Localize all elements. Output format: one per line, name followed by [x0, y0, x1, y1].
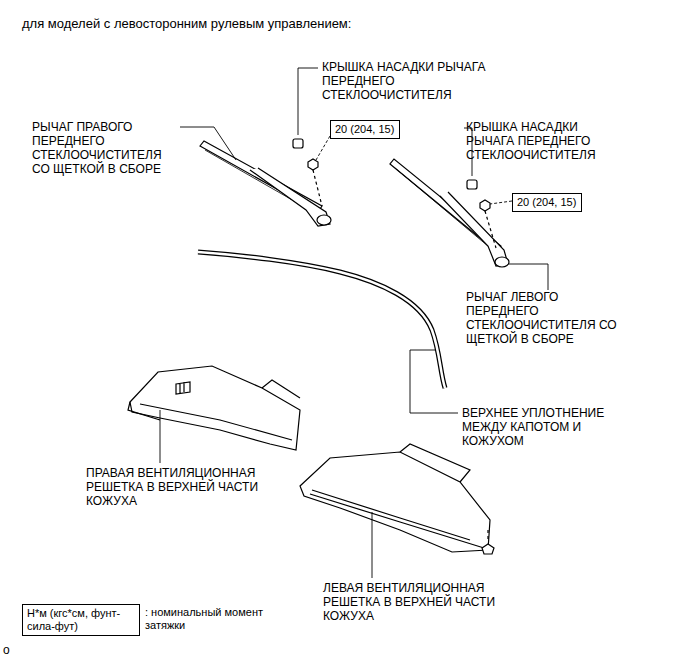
torque-legend-box: Н*м (кгс*см, фунт-сила-фут): номинальный…	[22, 604, 140, 636]
part-label: РЫЧАГ ЛЕВОГО ПЕРЕДНЕГО СТЕКЛООЧИСТИТЕЛЯ …	[466, 290, 626, 346]
part-label: ПРАВАЯ ВЕНТИЛЯЦИОННАЯ РЕШЕТКА В ВЕРХНЕЙ …	[86, 466, 286, 508]
part-label: КРЫШКА НАСАДКИ РЫЧАГА ПЕРЕДНЕГО СТЕКЛООЧ…	[322, 60, 522, 102]
part-label: ВЕРХНЕЕ УПЛОТНЕНИЕ МЕЖДУ КАПОТОМ И КОЖУХ…	[462, 406, 632, 448]
stray-mark: о	[3, 643, 23, 657]
part-label: КРЫШКА НАСАДКИ РЫЧАГА ПЕРЕДНЕГО СТЕКЛООЧ…	[466, 120, 626, 162]
torque-box: 20 (204, 15)	[512, 193, 582, 212]
part-label: ЛЕВАЯ ВЕНТИЛЯЦИОННАЯ РЕШЕТКА В ВЕРХНЕЙ Ч…	[323, 581, 523, 623]
legend-text: : номинальный момент затяжки	[145, 606, 265, 632]
diagram-title: для моделей с левосторонним рулевым упра…	[22, 16, 351, 32]
box-text: 20 (204, 15)	[331, 121, 399, 138]
torque-box: 20 (204, 15)	[330, 120, 400, 139]
box-text: Н*м (кгс*см, фунт-сила-фут)	[23, 605, 139, 635]
box-text: 20 (204, 15)	[513, 194, 581, 211]
part-label: РЫЧАГ ПРАВОГО ПЕРЕДНЕГО СТЕКЛООЧИСТИТЕЛЯ…	[32, 120, 178, 176]
